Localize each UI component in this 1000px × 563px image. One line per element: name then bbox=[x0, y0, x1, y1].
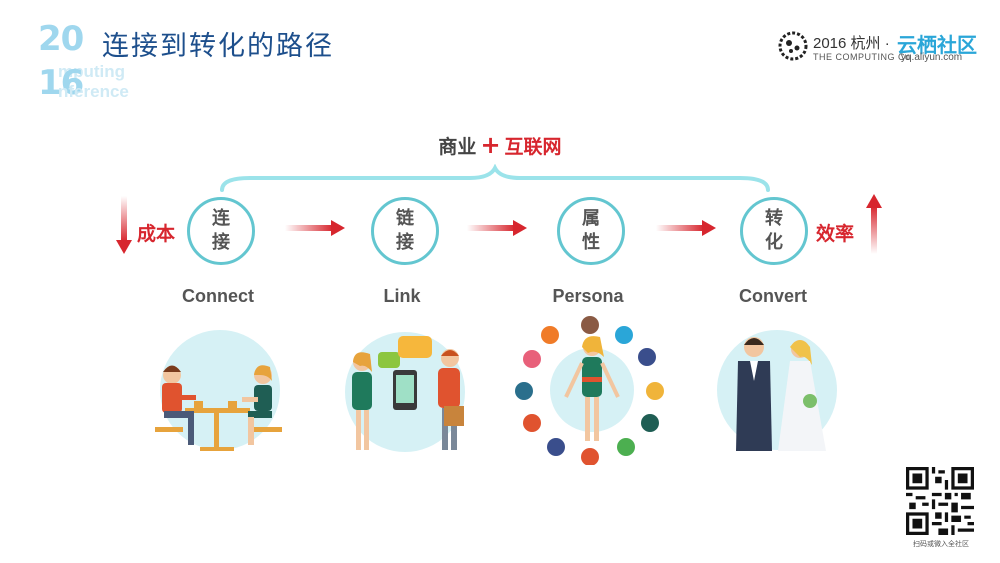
step-arrow-icon bbox=[656, 220, 716, 236]
business-internet-label: 商业+互联网 bbox=[0, 131, 1000, 159]
stage-circle-convert: 转 化 bbox=[740, 197, 808, 265]
stage-circle-connect: 连 接 bbox=[187, 197, 255, 265]
stage-circle-link: 链 接 bbox=[371, 197, 439, 265]
stage-circle-persona: 属 性 bbox=[557, 197, 625, 265]
internet-text: 互联网 bbox=[504, 136, 562, 158]
step-arrow-icon bbox=[285, 220, 345, 236]
stage-label-connect: Connect bbox=[182, 286, 254, 306]
logo-year-bottom: 16 bbox=[38, 63, 84, 103]
logo-faint-line2: nference bbox=[58, 82, 129, 101]
stage-char: 转 bbox=[765, 208, 783, 229]
step-arrow-icon bbox=[467, 220, 527, 236]
stage-label-convert: Convert bbox=[738, 286, 807, 306]
stage-char: 性 bbox=[582, 232, 600, 253]
stage-char: 化 bbox=[765, 232, 783, 253]
business-text: 商业 bbox=[438, 136, 477, 158]
conference-logo: 20 mputing 16 nference bbox=[38, 22, 158, 107]
convert-illustration bbox=[717, 330, 837, 451]
cost-label: 成本 bbox=[137, 223, 176, 245]
brand-logo-icon bbox=[778, 31, 808, 61]
persona-illustration bbox=[515, 316, 664, 465]
brand-header: 2016 杭州 · 云栖社区 THE COMPUTING Co yq.aliyu… bbox=[777, 28, 992, 68]
connect-illustration bbox=[155, 330, 282, 451]
stage-char: 接 bbox=[396, 232, 414, 253]
logo-faint-line1: mputing bbox=[58, 62, 126, 81]
plus-sign: + bbox=[480, 131, 501, 159]
brand-url: yq.aliyun.com bbox=[901, 52, 963, 63]
brand-year-city: 2016 杭州 · bbox=[813, 35, 890, 52]
logo-year-top: 20 bbox=[38, 19, 84, 59]
brand-subtitle: THE COMPUTING Co bbox=[813, 52, 911, 62]
cost-down-arrow-icon bbox=[116, 196, 132, 254]
stage-label-persona: Persona bbox=[552, 286, 624, 306]
qr-code-icon bbox=[906, 467, 974, 535]
brand-name: 云栖社区 bbox=[897, 33, 977, 57]
efficiency-up-arrow-icon bbox=[866, 194, 882, 254]
stage-char: 链 bbox=[396, 208, 414, 229]
efficiency-label: 效率 bbox=[816, 223, 855, 245]
stage-char: 接 bbox=[212, 232, 230, 253]
stage-char: 属 bbox=[582, 208, 600, 229]
curly-brace bbox=[220, 164, 770, 192]
stage-char: 连 bbox=[212, 208, 230, 229]
page-title: 连接到转化的路径 bbox=[102, 31, 334, 62]
link-illustration bbox=[345, 332, 465, 452]
qr-caption: 扫码或微入全社区 bbox=[913, 540, 969, 548]
stage-label-link: Link bbox=[383, 286, 421, 306]
